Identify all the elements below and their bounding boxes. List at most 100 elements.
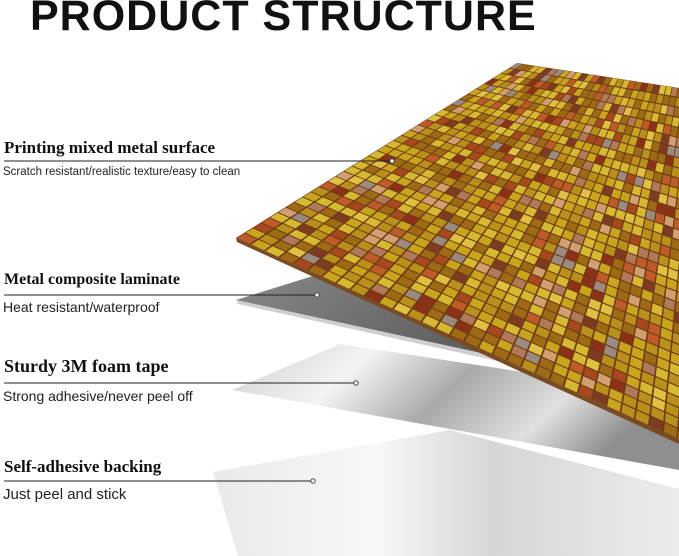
mosaic-tile [647, 332, 659, 346]
mosaic-tile [653, 387, 667, 401]
mosaic-tile [528, 274, 542, 286]
mosaic-tile [470, 127, 484, 136]
mosaic-tile [591, 83, 602, 92]
mosaic-tile [521, 109, 534, 117]
mosaic-tile [492, 118, 506, 126]
mosaic-tile [510, 131, 524, 140]
mosaic-tile [582, 161, 594, 171]
mosaic-tile [431, 173, 447, 182]
mosaic-tile [296, 224, 316, 235]
layer-foam-tape [232, 344, 679, 470]
mosaic-tile [401, 232, 418, 243]
mosaic-tile [610, 317, 623, 331]
mosaic-tile [396, 177, 412, 187]
mosaic-tile [645, 209, 656, 221]
mosaic-tile [674, 312, 679, 326]
mosaic-tile [491, 288, 506, 300]
mosaic-tile [377, 222, 394, 233]
mosaic-tile [544, 115, 556, 124]
mosaic-tile [543, 270, 558, 283]
label-heading-laminate: Metal composite laminate [4, 271, 180, 288]
mosaic-tile [524, 253, 538, 265]
mosaic-tile [469, 297, 485, 310]
mosaic-tile [542, 309, 557, 322]
mosaic-tile [449, 233, 465, 244]
mosaic-tile [498, 144, 512, 153]
mosaic-tile [490, 101, 504, 109]
mosaic-tile [461, 238, 477, 249]
mosaic-tile [355, 196, 372, 206]
mosaic-tile [504, 322, 520, 336]
mosaic-tile [664, 298, 675, 311]
mosaic-tile [609, 388, 623, 403]
mosaic-tile [466, 212, 481, 223]
mosaic-tile [603, 345, 617, 359]
mosaic-tile [445, 187, 461, 197]
mosaic-tile [390, 158, 406, 167]
mosaic-tile [627, 203, 638, 215]
mosaic-tile [289, 229, 308, 240]
mosaic-tile [569, 213, 582, 224]
mosaic-tile [468, 111, 482, 119]
mosaic-tile [560, 163, 573, 173]
mosaic-tile [599, 363, 613, 378]
mosaic-tile [554, 246, 568, 258]
mosaic-tile [444, 240, 460, 251]
mosaic-tile [627, 243, 639, 256]
mosaic-tile [512, 306, 528, 319]
mosaic-tile [622, 182, 633, 193]
mosaic-tile [435, 157, 450, 166]
mosaic-tile [605, 206, 617, 217]
mosaic-tile [540, 279, 554, 291]
mosaic-tile [520, 101, 533, 109]
mosaic-tile [507, 113, 520, 122]
mosaic-tile [343, 271, 362, 283]
mosaic-tile [606, 94, 617, 104]
mosaic-tile [472, 223, 487, 235]
mosaic-tile [286, 202, 306, 212]
mosaic-tile [544, 140, 557, 150]
mosaic-tile [626, 303, 639, 317]
mosaic-tile [667, 196, 677, 208]
mosaic-tile [408, 208, 425, 219]
mosaic-tile [653, 132, 662, 143]
mosaic-tile [455, 226, 470, 237]
mosaic-tile [626, 98, 636, 108]
mosaic-tile [642, 361, 656, 376]
mosaic-tile [536, 229, 550, 241]
mosaic-tile [529, 304, 544, 317]
mosaic-tile [545, 300, 560, 313]
mosaic-tile [594, 155, 606, 165]
mosaic-tile [541, 98, 553, 106]
mosaic-tile [437, 133, 453, 142]
mosaic-tile [562, 258, 576, 271]
mosaic-tile [525, 152, 538, 162]
mosaic-tile [498, 188, 512, 198]
mosaic-tile [520, 159, 533, 169]
mosaic-tile [611, 188, 622, 200]
mosaic-tile [616, 123, 626, 133]
mosaic-tile [499, 111, 512, 120]
mosaic-tile [461, 201, 476, 212]
mosaic-tile [552, 143, 565, 153]
mosaic-tile [557, 135, 569, 145]
mosaic-tile [533, 88, 545, 96]
leader-dots [310, 158, 395, 484]
mosaic-tile [547, 186, 560, 197]
mosaic-tile [473, 290, 489, 302]
mosaic-tile [426, 242, 442, 253]
mosaic-tile [465, 142, 480, 151]
mosaic-tile [634, 176, 644, 187]
mosaic-tile [361, 156, 378, 165]
mosaic-tile [527, 72, 539, 80]
mosaic-tile [549, 206, 562, 217]
mosaic-tile [539, 357, 554, 371]
mosaic-tile [620, 191, 631, 203]
mosaic-tile [475, 90, 490, 98]
mosaic-tile [451, 154, 466, 164]
mosaic-tile [608, 197, 619, 208]
mosaic-tile [439, 193, 455, 203]
mosaic-tile [422, 195, 438, 206]
mosaic-tile [512, 84, 525, 91]
mosaic-tile [499, 74, 513, 81]
